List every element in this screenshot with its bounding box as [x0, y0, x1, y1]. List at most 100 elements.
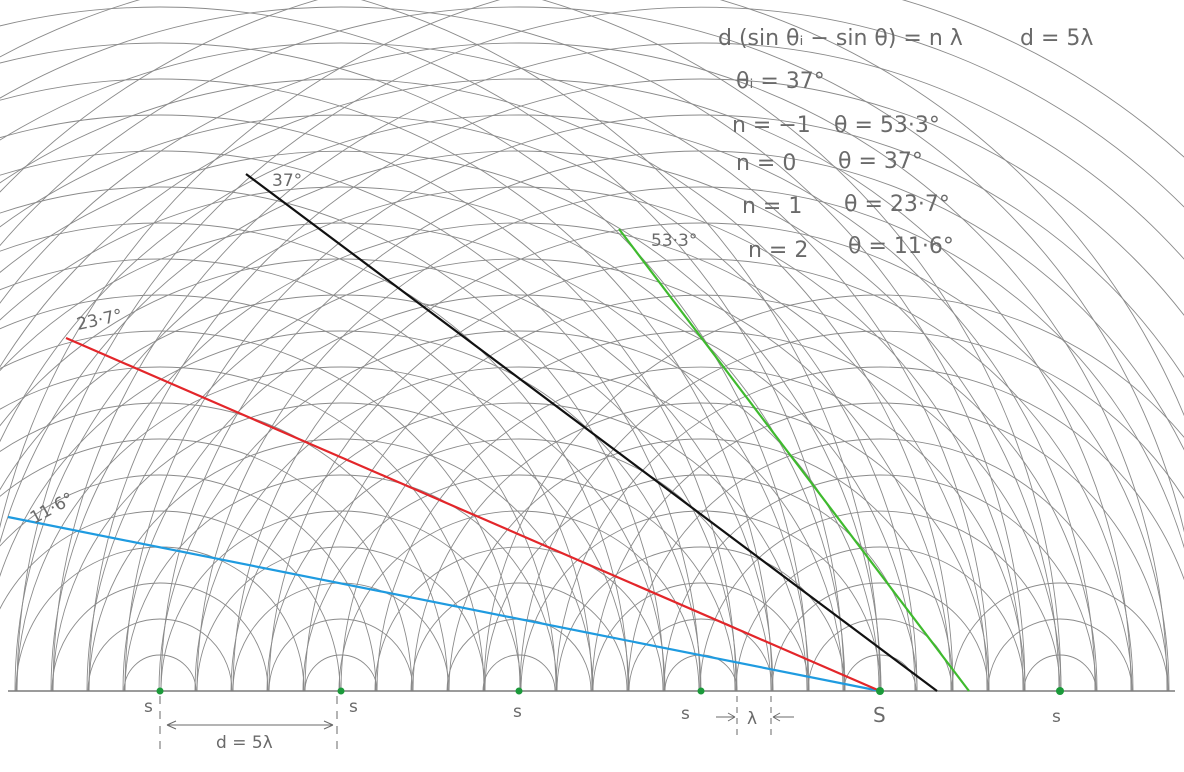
wavefront-arc	[122, 294, 916, 691]
wavefront-arc	[0, 114, 918, 691]
ray-37	[245, 173, 938, 692]
order-theta: θ = 23·7°	[844, 192, 950, 217]
spacing-label: d = 5λ	[216, 733, 273, 753]
wavefront-arc	[87, 618, 233, 691]
wavefront-arc	[0, 402, 449, 691]
wavefront-arc	[0, 222, 810, 691]
wavefront-arc	[663, 474, 1097, 691]
wavefront-arc	[160, 510, 522, 691]
wavefront-arc	[0, 114, 737, 691]
source-dot	[876, 687, 884, 695]
wavefront-arc	[302, 474, 736, 691]
wavefront-arc	[0, 186, 846, 691]
label-37: 37°	[272, 171, 302, 191]
wavefront-arc	[0, 78, 1132, 691]
wavefront-arc	[340, 330, 1062, 691]
ray-53-3	[618, 228, 970, 692]
wavefront-arc	[304, 654, 378, 691]
source-dots	[156, 687, 1064, 695]
wavefront-arc	[376, 366, 1026, 691]
wavefront-arc	[0, 78, 773, 691]
wavefront-arc	[628, 618, 774, 691]
wavefront-arc	[16, 6, 1184, 691]
wavefront-arc	[266, 438, 772, 691]
order-n: n = 1	[742, 194, 802, 219]
wavefront-arc	[0, 42, 1168, 691]
spacing-marker: d = 5λ	[159, 696, 338, 756]
wavefront-arc	[0, 0, 1184, 530]
source-label: s	[1052, 707, 1061, 727]
wavefront-arc	[160, 150, 1184, 691]
wavefront-arc	[0, 366, 485, 691]
wavefront-arc	[0, 42, 809, 691]
wavefront-arc	[124, 114, 1184, 691]
wavefront-arc	[268, 618, 414, 691]
source-label: s	[144, 697, 153, 717]
wavefront-arc	[410, 582, 628, 691]
wavefront-arc	[196, 186, 1184, 691]
order-n: n = 2	[748, 238, 808, 263]
wavefront-arc	[0, 294, 738, 691]
wavefront-arc	[0, 186, 665, 691]
wavefront-arc	[0, 330, 521, 691]
wavefront-arc	[232, 222, 1170, 691]
order-theta: θ = 53·3°	[834, 113, 940, 138]
wavefront-arc	[482, 654, 556, 691]
wavefront-arc	[592, 582, 810, 691]
source-dot	[697, 687, 705, 695]
source-label: s	[681, 704, 690, 724]
grating-equation: d (sin θᵢ − sin θ) = n λ	[718, 26, 963, 51]
wavefront-arc	[50, 222, 988, 691]
wavefront-arc	[124, 474, 558, 691]
wavefront-arc	[0, 6, 1026, 691]
equation-block: d (sin θᵢ − sin θ) = n λ d = 5λ θᵢ = 37°…	[718, 26, 1093, 263]
wavefront-arc	[1023, 654, 1097, 691]
wavefront-arc	[951, 582, 1169, 691]
lambda-label: λ	[747, 709, 757, 729]
order-n: n = −1	[732, 113, 811, 138]
source-dot	[1056, 687, 1064, 695]
wavefront-arc	[123, 654, 197, 691]
wavefront-arc	[52, 42, 1184, 691]
wavefront-arc	[360, 0, 881, 691]
wavefront-arcs	[0, 0, 1184, 691]
wavefront-arc	[556, 546, 846, 691]
wavefront-arc	[699, 510, 1061, 691]
wavefront-arc	[987, 618, 1133, 691]
source-dot	[337, 687, 345, 695]
wavefront-arc	[304, 294, 1098, 691]
wavefront-arc	[158, 330, 880, 691]
wavefront-arc	[0, 150, 882, 691]
incident-angle: θᵢ = 37°	[736, 69, 825, 94]
wavefront-arc	[771, 582, 989, 691]
source-dot	[156, 687, 164, 695]
wavefront-arc	[86, 258, 952, 691]
wavefront-arc	[88, 438, 594, 691]
wavefront-arc	[51, 582, 269, 691]
wavefront-arc	[0, 6, 845, 691]
wavefront-arc	[735, 546, 1025, 691]
wavefront-arc	[627, 438, 1133, 691]
source-label: S	[873, 703, 886, 727]
wavefront-arc	[0, 222, 629, 691]
label-11-6: 11·6°	[27, 489, 77, 528]
spacing-equation: d = 5λ	[1020, 26, 1093, 51]
source-dot	[515, 687, 523, 695]
wavefront-arc	[194, 366, 844, 691]
order-n: n = 0	[736, 151, 796, 176]
wavefront-arc	[88, 78, 1184, 691]
wavefront-arc	[520, 510, 882, 691]
order-theta: θ = 11·6°	[848, 234, 954, 259]
ray-11-6	[7, 515, 881, 693]
wavefront-arc	[230, 402, 808, 691]
wavelength-marker: λ	[716, 696, 794, 738]
source-label: s	[513, 702, 522, 722]
source-label: s	[349, 697, 358, 717]
wavefront-arc	[338, 510, 700, 691]
wavefront-arc	[0, 114, 1096, 691]
wavefront-arc	[268, 258, 1134, 691]
wavefront-arc	[555, 366, 1184, 691]
wavefront-arc	[196, 546, 486, 691]
